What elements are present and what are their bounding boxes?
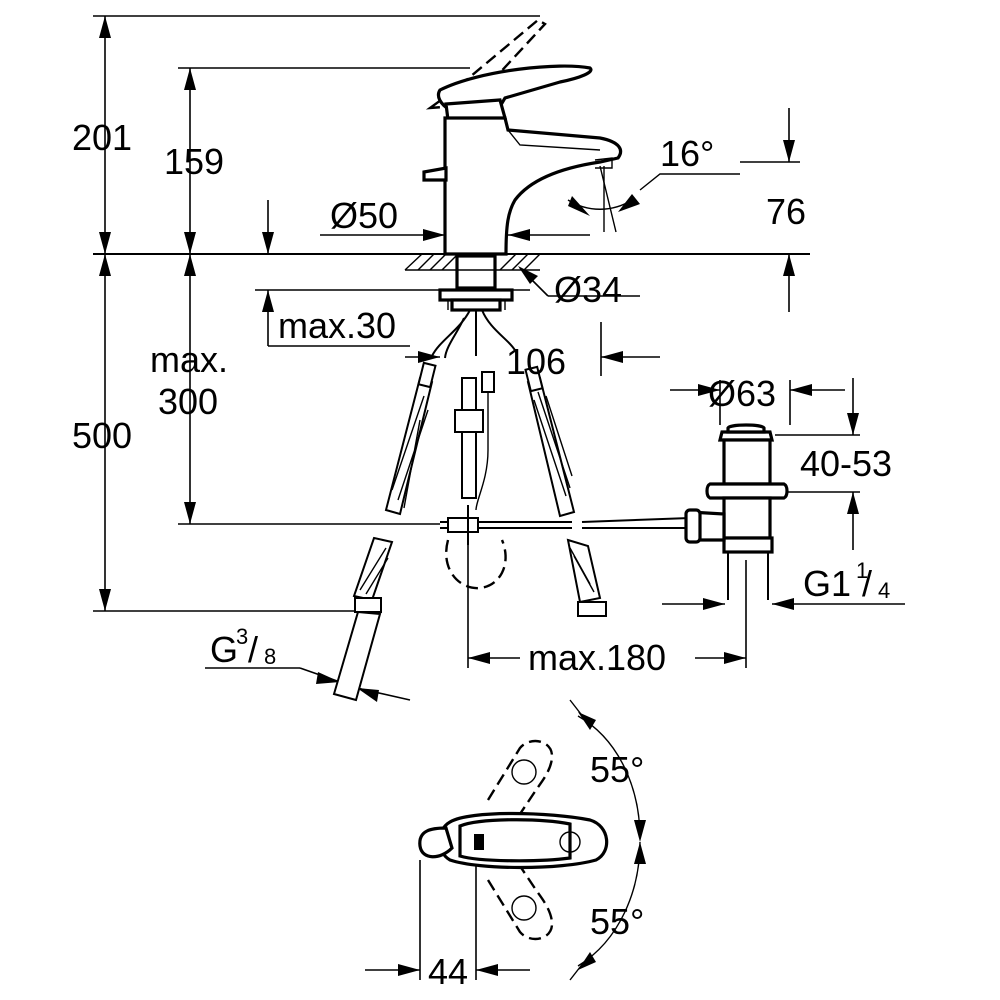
hose-icon [332,361,607,702]
label-total-height: 201 [72,117,132,158]
label-lever-offset: 44 [428,951,468,992]
dimension-labels: 201 159 Ø50 16° 76 Ø34 max.30 max. 300 5… [72,117,892,992]
label-hose-thread-den: 8 [264,644,276,669]
lever-top-view-icon [418,699,646,981]
pop-up-waste-icon [684,423,789,600]
pull-rod [440,505,691,590]
label-spout-outlet-height: 76 [766,191,806,232]
label-pull-rod-length: max.180 [528,637,666,678]
label-hose-thread-slash: / [248,629,258,670]
dimension-arrows [99,16,859,976]
label-spout-height: 159 [164,141,224,182]
label-lever-angle-lower: 55° [590,901,644,942]
label-max-lower-value: 300 [158,381,218,422]
label-waste-range: 40-53 [800,443,892,484]
label-waste-thread-prefix: G1 [803,563,851,604]
deck-hatching [404,253,541,271]
label-waste-thread-slash: / [862,563,872,604]
label-base-diameter: Ø34 [554,269,622,310]
label-spout-angle: 16° [660,133,714,174]
label-hose-thread-prefix: G [210,629,238,670]
label-waste-thread-den: 4 [878,578,890,603]
label-spout-reach: 106 [506,341,566,382]
label-lever-angle-upper: 55° [590,749,644,790]
label-max-lower: max. [150,339,228,380]
label-waste-thread-num: 1 [856,558,868,583]
label-hose-thread-num: 3 [236,624,248,649]
label-waste-diameter: Ø63 [708,373,776,414]
label-body-diameter: Ø50 [330,195,398,236]
label-max-deck-thickness: max.30 [278,305,396,346]
label-hose-length: 500 [72,415,132,456]
faucet-side-view-icon [404,18,740,359]
